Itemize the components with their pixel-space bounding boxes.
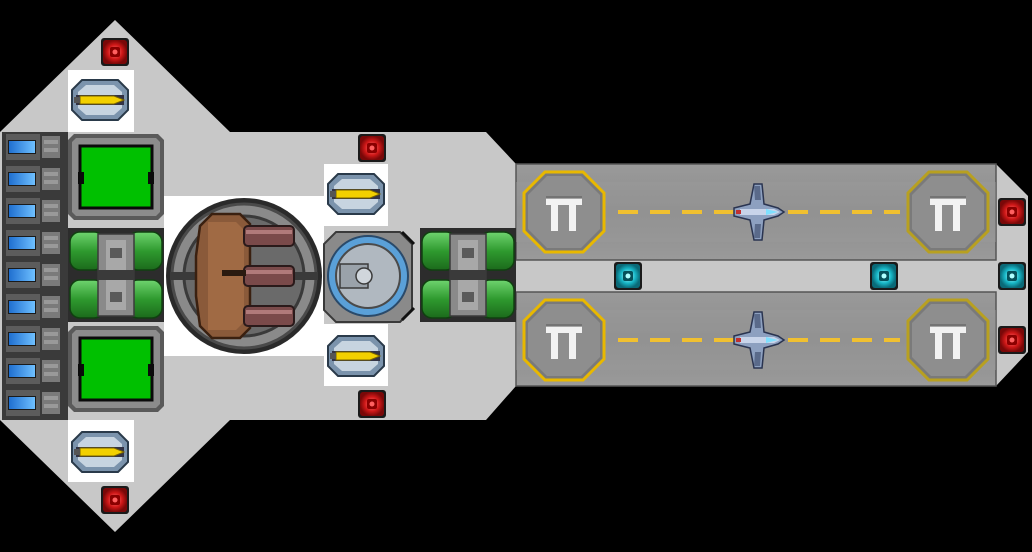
- landing-pad-icon[interactable]: [906, 298, 990, 382]
- red-node-icon[interactable]: [358, 390, 386, 418]
- battery-cell-icon[interactable]: [4, 260, 62, 290]
- red-node-icon[interactable]: [358, 134, 386, 162]
- shield-generator[interactable]: [323, 230, 416, 323]
- battery-cell-icon[interactable]: [4, 388, 62, 418]
- missile-pod-icon[interactable]: [71, 79, 129, 121]
- cyan-node-icon[interactable]: [614, 262, 642, 290]
- battery-cell-icon[interactable]: [4, 324, 62, 354]
- red-node-icon[interactable]: [101, 486, 129, 514]
- battery-bank: [2, 132, 68, 420]
- missile-pod-icon[interactable]: [327, 173, 385, 215]
- green-module-top[interactable]: [66, 132, 166, 222]
- launch-lane-top: [618, 210, 900, 214]
- battery-cell-icon[interactable]: [4, 132, 62, 162]
- battery-cell-icon[interactable]: [4, 292, 62, 322]
- landing-pad-icon[interactable]: [522, 170, 606, 254]
- red-node-icon[interactable]: [998, 198, 1026, 226]
- cyan-node-icon[interactable]: [998, 262, 1026, 290]
- battery-cell-icon[interactable]: [4, 356, 62, 386]
- green-module-bottom[interactable]: [66, 324, 166, 414]
- battery-cell-icon[interactable]: [4, 164, 62, 194]
- main-turret[interactable]: [166, 198, 322, 354]
- missile-pod-icon[interactable]: [71, 431, 129, 473]
- battery-cell-icon[interactable]: [4, 196, 62, 226]
- cyan-node-icon[interactable]: [870, 262, 898, 290]
- red-node-icon[interactable]: [101, 38, 129, 66]
- landing-pad-icon[interactable]: [906, 170, 990, 254]
- landing-pad-icon[interactable]: [522, 298, 606, 382]
- thruster-left[interactable]: [67, 227, 165, 323]
- thruster-right[interactable]: [419, 227, 517, 323]
- launch-lane-bottom: [618, 338, 900, 342]
- red-node-icon[interactable]: [998, 326, 1026, 354]
- battery-cell-icon[interactable]: [4, 228, 62, 258]
- missile-pod-icon[interactable]: [327, 335, 385, 377]
